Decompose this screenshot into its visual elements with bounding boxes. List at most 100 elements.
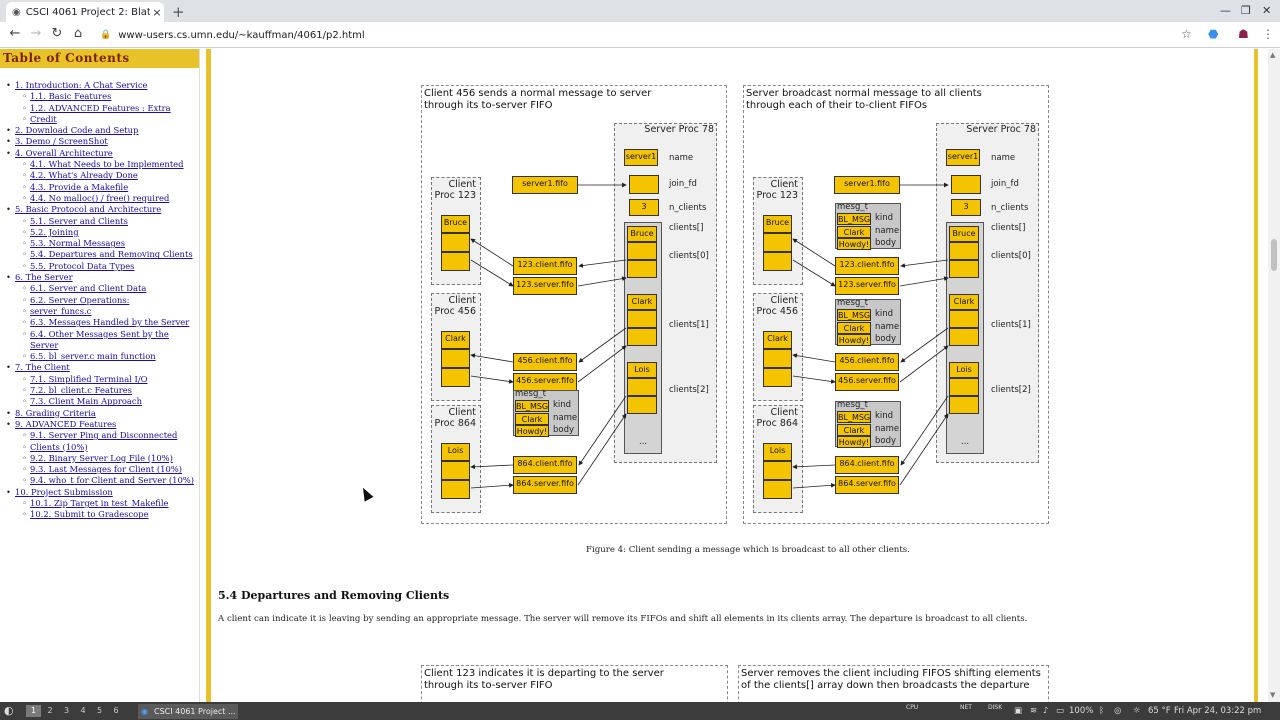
clock[interactable]: Fri Apr 24, 03:22 pm [1174,706,1262,716]
clients-ellipsis: ... [961,437,970,447]
toc-link[interactable]: 3. Demo / ScreenShot [0,136,199,148]
toc-link[interactable]: 8. Grading Criteria [0,408,199,420]
system-tray-icon[interactable]: ◎ [1114,706,1122,716]
address-bar[interactable]: 🔒 www-users.cs.umn.edu/~kauffman/4061/p2… [100,25,1200,45]
maximize-icon[interactable]: ❐ [1241,4,1251,17]
start-menu-icon[interactable]: ◐ [4,704,14,717]
panel-title-line: Client 456 sends a normal message to ser… [424,88,652,99]
toc-link[interactable]: Credit [0,114,199,126]
toc-link[interactable]: 7.3. Client Main Approach [0,396,199,408]
cpu-label: CPU [906,704,919,711]
forward-icon[interactable]: → [30,26,42,41]
toc-link[interactable]: 7. The Client [0,362,199,374]
client-proc-line: Proc 864 [756,418,798,429]
weather-icon: ☼ [1133,706,1141,716]
minimize-icon[interactable]: — [1220,4,1231,17]
tab-close-icon[interactable]: × [152,5,162,19]
bluetooth-icon[interactable]: ᛒ [1099,706,1105,716]
diagram-arrow [578,259,627,268]
toc-link[interactable]: 9.4. who_t for Client and Server (10%) [0,475,199,487]
back-icon[interactable]: ← [9,26,21,41]
toc-link[interactable]: 5.2. Joining [0,227,199,239]
workspace-button[interactable]: 5 [96,706,103,715]
toc-link[interactable]: 7.1. Simplified Terminal I/O [0,374,199,386]
workspace-button[interactable]: 4 [80,706,86,715]
workspace-button[interactable]: 1 [26,705,41,717]
mesg-kind: BL_MSG [837,411,871,423]
vertical-scrollbar[interactable]: ▲ ▼ [1268,49,1280,702]
toc-link[interactable]: 10. Project Submission [0,487,199,499]
diagram-arrow [470,353,514,363]
toc-link[interactable]: Clients (10%) [0,442,199,454]
battery-icon[interactable]: ▭ [1056,706,1065,716]
toc-link[interactable]: 9.1. Server Ping and Disconnected [0,430,199,442]
toc-link[interactable]: 6. The Server [0,272,199,284]
profile-icon[interactable]: ☗ [1238,27,1249,41]
browser-tab[interactable]: ◉ CSCI 4061 Project 2: Blather × [6,2,164,22]
bookmark-star-icon[interactable]: ☆ [1181,27,1192,41]
wifi-icon[interactable]: ≋ [1030,706,1038,716]
diagram-arrow [578,395,627,466]
toc-link[interactable]: 4.3. Provide a Makefile [0,182,199,194]
toc-link[interactable]: 10.2. Submit to Gradescope [0,509,199,521]
content-border-right [1254,49,1258,702]
window-close-icon[interactable]: ✕ [1262,4,1272,17]
toc-link[interactable]: 6.5. bl_server.c main function [0,351,199,363]
workspace-button[interactable]: 2 [47,706,53,715]
client-fifo: 123.client.fifo [835,257,899,275]
server-client-slot [627,328,657,346]
toc-link[interactable]: 5.4. Departures and Removing Clients [0,249,199,261]
clipboard-icon[interactable]: ▣ [1014,706,1023,716]
toc-link[interactable]: 9.2. Binary Server Log File (10%) [0,453,199,465]
toc-link[interactable]: 9.3. Last Messages for Client (10%) [0,464,199,476]
client-proc-line: Proc 456 [756,306,798,317]
home-icon[interactable]: ⌂ [73,26,83,41]
server-fifo-box: server1.fifo [512,176,578,194]
diagram-arrow [900,395,949,466]
volume-icon[interactable]: ♪ [1043,706,1049,716]
toc-link[interactable]: 7.2. bl_client.c Features [0,385,199,397]
workspace-button[interactable]: 3 [63,706,70,715]
tab-bar: ◉ CSCI 4061 Project 2: Blather × + — ❐ ✕ [0,0,1280,22]
toc-link[interactable]: 4.2. What's Already Done [0,170,199,182]
new-tab-button[interactable]: + [172,3,185,21]
toc-link[interactable]: 5.3. Normal Messages [0,238,199,250]
reload-icon[interactable]: ↻ [51,26,63,41]
mesg-kind-label: kind [553,400,572,410]
taskbar-app-chrome[interactable]: ◉ CSCI 4061 Project ... [138,704,238,719]
scroll-up-icon[interactable]: ▲ [1270,51,1276,59]
toc-link[interactable]: 10.1. Zip Target in test_Makefile [0,498,199,510]
toc-link[interactable]: 6.1. Server and Client Data [0,283,199,295]
toc-link[interactable]: 6.4. Other Messages Sent by the Server [0,329,199,352]
menu-icon[interactable]: ⋮ [1262,27,1274,41]
client-fifo: 123.client.fifo [513,257,577,275]
toc-link[interactable]: 4.1. What Needs to be Implemented [0,159,199,171]
toc-link[interactable]: 6.2. Server Operations: [0,295,199,307]
toc-link[interactable]: 4. Overall Architecture [0,148,199,160]
workspace-button[interactable]: 6 [113,706,119,715]
toc-link[interactable]: 1.2. ADVANCED Features : Extra [0,103,199,115]
scrollbar-thumb[interactable] [1271,239,1277,271]
toc-link[interactable]: 5.1. Server and Clients [0,216,199,228]
server-client-slot [949,328,979,346]
toc-link[interactable]: 1. Introduction: A Chat Service [0,80,199,92]
clients-0-label: clients[0] [991,251,1031,261]
toc-link[interactable]: 9. ADVANCED Features [0,419,199,431]
scroll-down-icon[interactable]: ▼ [1270,691,1276,699]
diagram-arrow [577,345,627,383]
toc-link[interactable]: 4.4. No malloc() / free() required [0,193,199,205]
diagram-arrow [470,238,514,267]
extension-icon[interactable]: ⬣ [1208,27,1219,41]
toc-link[interactable]: 1.1. Basic Features [0,91,199,103]
toc-link[interactable]: server_funcs.c [0,306,199,318]
url-text: www-users.cs.umn.edu/~kauffman/4061/p2.h… [118,29,365,41]
diagram-arrow [792,238,836,267]
toc-link[interactable]: 2. Download Code and Setup [0,125,199,137]
toc-link[interactable]: 5.5. Protocol Data Types [0,261,199,273]
client-slot [763,252,792,271]
client-proc-line: Client [770,407,798,418]
figure2-panel-left: Client 123 indicates it is departing to … [421,665,728,702]
toc-link[interactable]: 6.3. Messages Handled by the Server [0,317,199,329]
toc-link[interactable]: 5. Basic Protocol and Architecture [0,204,199,216]
